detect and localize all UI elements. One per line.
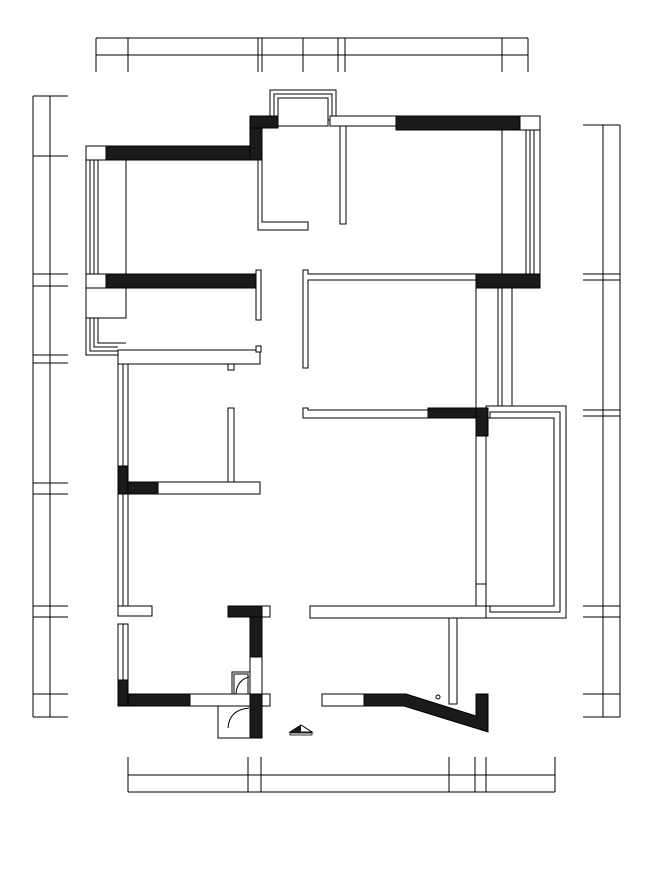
dimension-bottom [127, 757, 556, 793]
windows [85, 89, 567, 705]
floor-drain-icon [435, 694, 441, 700]
walls [85, 115, 541, 739]
dimension-top [95, 37, 529, 72]
entrance-arrow-icon [288, 724, 314, 736]
fixtures [217, 671, 441, 739]
dimension-lines [32, 37, 621, 793]
dimension-right [583, 124, 621, 718]
dimension-left [32, 95, 68, 718]
